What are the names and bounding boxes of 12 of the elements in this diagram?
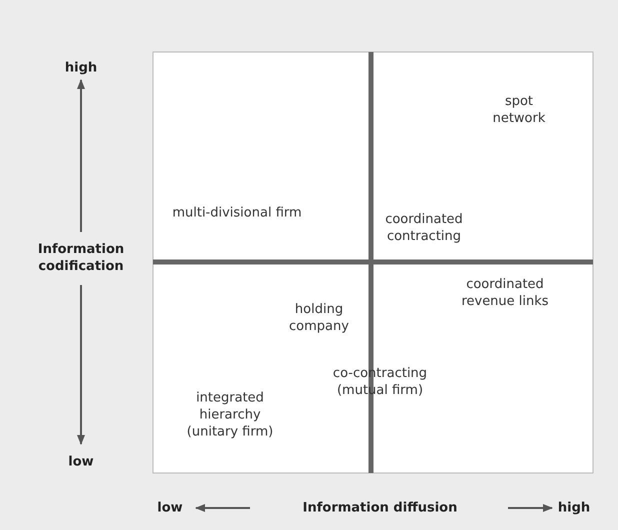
quadrant-label: multi-divisional firm — [171, 204, 303, 222]
axis-title: Information codification — [36, 241, 126, 275]
quadrant-label: coordinated revenue links — [460, 276, 550, 310]
quadrant-label: holding company — [288, 301, 350, 335]
quadrant-label: integrated hierarchy (unitary firm) — [186, 390, 274, 440]
quadrant-label: coordinated contracting — [384, 211, 464, 245]
quadrant-label: spot network — [492, 93, 546, 127]
axis-title: Information diffusion — [302, 500, 458, 516]
axis-label: high — [556, 500, 592, 516]
axis-label: high — [64, 60, 98, 76]
axis-label: low — [67, 454, 95, 470]
axis-label: low — [156, 500, 184, 516]
